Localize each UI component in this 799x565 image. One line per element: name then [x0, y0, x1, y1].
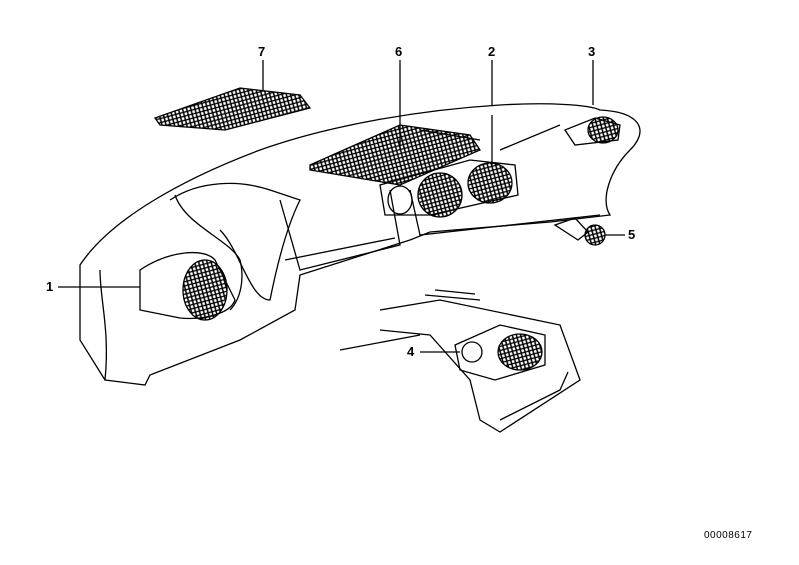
- callout-4: 4: [407, 344, 415, 359]
- dashboard-panel: [79, 103, 641, 386]
- callout-6: 6: [395, 44, 403, 59]
- diagram-reference-number: 00008617: [704, 530, 753, 541]
- callout-7: 7: [258, 44, 266, 59]
- defroster-grille: [153, 87, 312, 131]
- callout-3: 3: [588, 44, 596, 59]
- left-air-vent: [139, 251, 236, 321]
- callout-1: 1: [46, 279, 54, 294]
- callout-leaders: [58, 60, 625, 353]
- callout-2: 2: [488, 44, 496, 59]
- right-air-vent: [564, 116, 621, 146]
- callout-5: 5: [628, 227, 636, 242]
- center-air-vent: [379, 159, 519, 218]
- rear-console-vent: [379, 289, 581, 433]
- center-grille: [309, 124, 481, 186]
- vent-knob: [553, 217, 606, 246]
